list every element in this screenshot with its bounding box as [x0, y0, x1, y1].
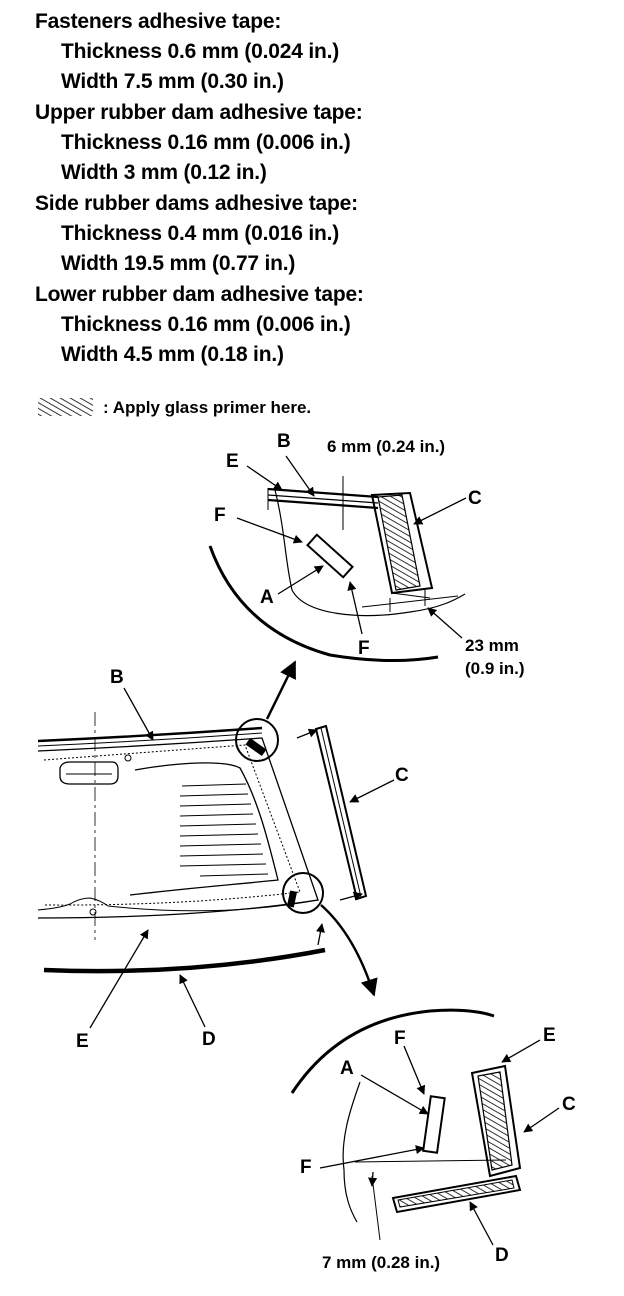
lower-detail — [290, 1008, 522, 1241]
leader-b-upper — [285, 455, 315, 497]
leader-d-lower — [469, 1201, 494, 1246]
main-lower-dam-d — [43, 947, 326, 974]
label-e-upper: E — [226, 451, 239, 472]
spec-width-upper-dam: Width 3 mm (0.12 in.) — [61, 161, 267, 184]
spec-width-side-dams: Width 19.5 mm (0.77 in.) — [61, 252, 296, 275]
label-a-upper: A — [260, 587, 274, 608]
arrow-to-lower-detail — [320, 904, 378, 997]
dimension-6mm: 6 mm (0.24 in.) — [327, 437, 445, 456]
top-pin — [124, 754, 132, 762]
upper-side-dimension-line — [361, 595, 459, 608]
label-a-lower: A — [340, 1058, 354, 1079]
leader-arrow-c-top — [296, 728, 318, 739]
spec-thickness-fasteners: Thickness 0.6 mm (0.024 in.) — [61, 40, 340, 63]
spec-width-fasteners: Width 7.5 mm (0.30 in.) — [61, 70, 284, 93]
spec-heading-side-dams: Side rubber dams adhesive tape: — [35, 192, 358, 215]
heater-lines — [179, 783, 269, 877]
lower-side-dam-c-hatch — [477, 1071, 513, 1171]
main-heated-area — [129, 762, 279, 896]
upper-dam-b-edge1 — [267, 487, 379, 499]
label-f2-lower: F — [300, 1157, 312, 1178]
leader-f2-lower — [319, 1145, 425, 1169]
label-f2-upper: F — [358, 638, 370, 659]
mirror-bracket — [59, 761, 119, 785]
arrow-to-upper-detail — [265, 660, 297, 720]
lower-detail-circle-arc — [290, 1008, 495, 1094]
lower-dimension-line — [371, 1175, 381, 1241]
leader-c-lower — [523, 1107, 560, 1133]
spec-thickness-lower-dam: Thickness 0.16 mm (0.006 in.) — [61, 313, 351, 336]
lower-glass-outline — [342, 1081, 361, 1223]
bottom-pin — [89, 908, 97, 916]
upper-fastener-f — [306, 533, 354, 579]
main-inner-dotted — [43, 744, 301, 906]
leader-f1-upper — [236, 517, 303, 544]
main-upper-circle — [235, 718, 279, 762]
hatch-swatch-icon — [38, 398, 93, 416]
label-e-lower: E — [543, 1025, 556, 1046]
spec-thickness-side-dams: Thickness 0.4 mm (0.016 in.) — [61, 222, 340, 245]
dimension-labels: 6 mm (0.24 in.) 23 mm (0.9 in.) 7 mm (0.… — [322, 437, 525, 1272]
leader-arrow-c-bottom — [339, 891, 363, 901]
main-view — [37, 712, 368, 974]
label-e-main: E — [76, 1031, 89, 1052]
dimension-23mm-line1: 23 mm — [465, 636, 519, 655]
upper-detail — [208, 476, 466, 663]
upper-dam-b-edge2 — [267, 494, 379, 504]
leader-7mm-top — [368, 1171, 378, 1187]
leader-c-main — [349, 779, 395, 803]
dimension-7mm: 7 mm (0.28 in.) — [322, 1253, 440, 1272]
lower-fastener-f — [422, 1095, 446, 1154]
label-f1-upper: F — [214, 505, 226, 526]
lower-side-dam-c-outline — [470, 1064, 522, 1178]
lower-detail-leaders — [319, 1039, 560, 1246]
spec-heading-upper-dam: Upper rubber dam adhesive tape: — [35, 101, 363, 124]
upper-glass-outline — [274, 489, 466, 617]
upper-side-dam-c-base — [391, 592, 431, 599]
main-side-dam-c — [314, 724, 368, 901]
upper-side-dam-c-outline — [370, 491, 434, 595]
leader-c-upper — [413, 497, 467, 525]
lower-glass-inner — [354, 1159, 507, 1163]
leader-f1-lower — [403, 1045, 426, 1095]
label-f1-lower: F — [394, 1028, 406, 1049]
leader-f2-upper — [347, 581, 363, 635]
upper-side-dam-c-hatch — [377, 494, 421, 591]
legend-text: : Apply glass primer here. — [103, 398, 312, 417]
leader-d-main — [179, 974, 206, 1028]
lower-dam-d-hatch — [397, 1179, 515, 1208]
label-d-main: D — [202, 1029, 216, 1050]
dimension-23mm-line2: (0.9 in.) — [465, 659, 525, 678]
label-b-main: B — [110, 667, 124, 688]
leader-e-main — [89, 929, 149, 1029]
spec-heading-fasteners: Fasteners adhesive tape: — [35, 10, 282, 33]
leader-e-lower — [501, 1039, 541, 1063]
upper-detail-leaders — [236, 455, 467, 639]
leader-arrow-d — [315, 923, 325, 946]
main-lower-circle — [282, 872, 324, 914]
lower-ledge — [37, 897, 319, 912]
label-b-upper: B — [277, 431, 291, 452]
leader-a-lower — [360, 1074, 429, 1115]
leader-23mm — [427, 607, 463, 639]
leader-b-main — [123, 687, 154, 741]
label-c-main: C — [395, 765, 409, 786]
main-glass-outline — [37, 737, 319, 919]
main-leaders — [89, 660, 395, 1029]
upper-dam-b-edge3 — [267, 498, 379, 510]
spec-heading-lower-dam: Lower rubber dam adhesive tape: — [35, 283, 364, 306]
label-c-lower: C — [562, 1094, 576, 1115]
label-c-upper: C — [468, 488, 482, 509]
spec-width-lower-dam: Width 4.5 mm (0.18 in.) — [61, 343, 284, 366]
lower-dam-d-outline — [391, 1174, 522, 1214]
callout-labels: B E F A F C B C E D E F A C F D — [76, 431, 576, 1266]
leader-e-upper — [246, 465, 283, 491]
label-d-lower: D — [495, 1245, 509, 1266]
leader-a-upper — [277, 565, 324, 595]
upper-detail-circle-arc — [208, 545, 439, 663]
spec-thickness-upper-dam: Thickness 0.16 mm (0.006 in.) — [61, 131, 351, 154]
